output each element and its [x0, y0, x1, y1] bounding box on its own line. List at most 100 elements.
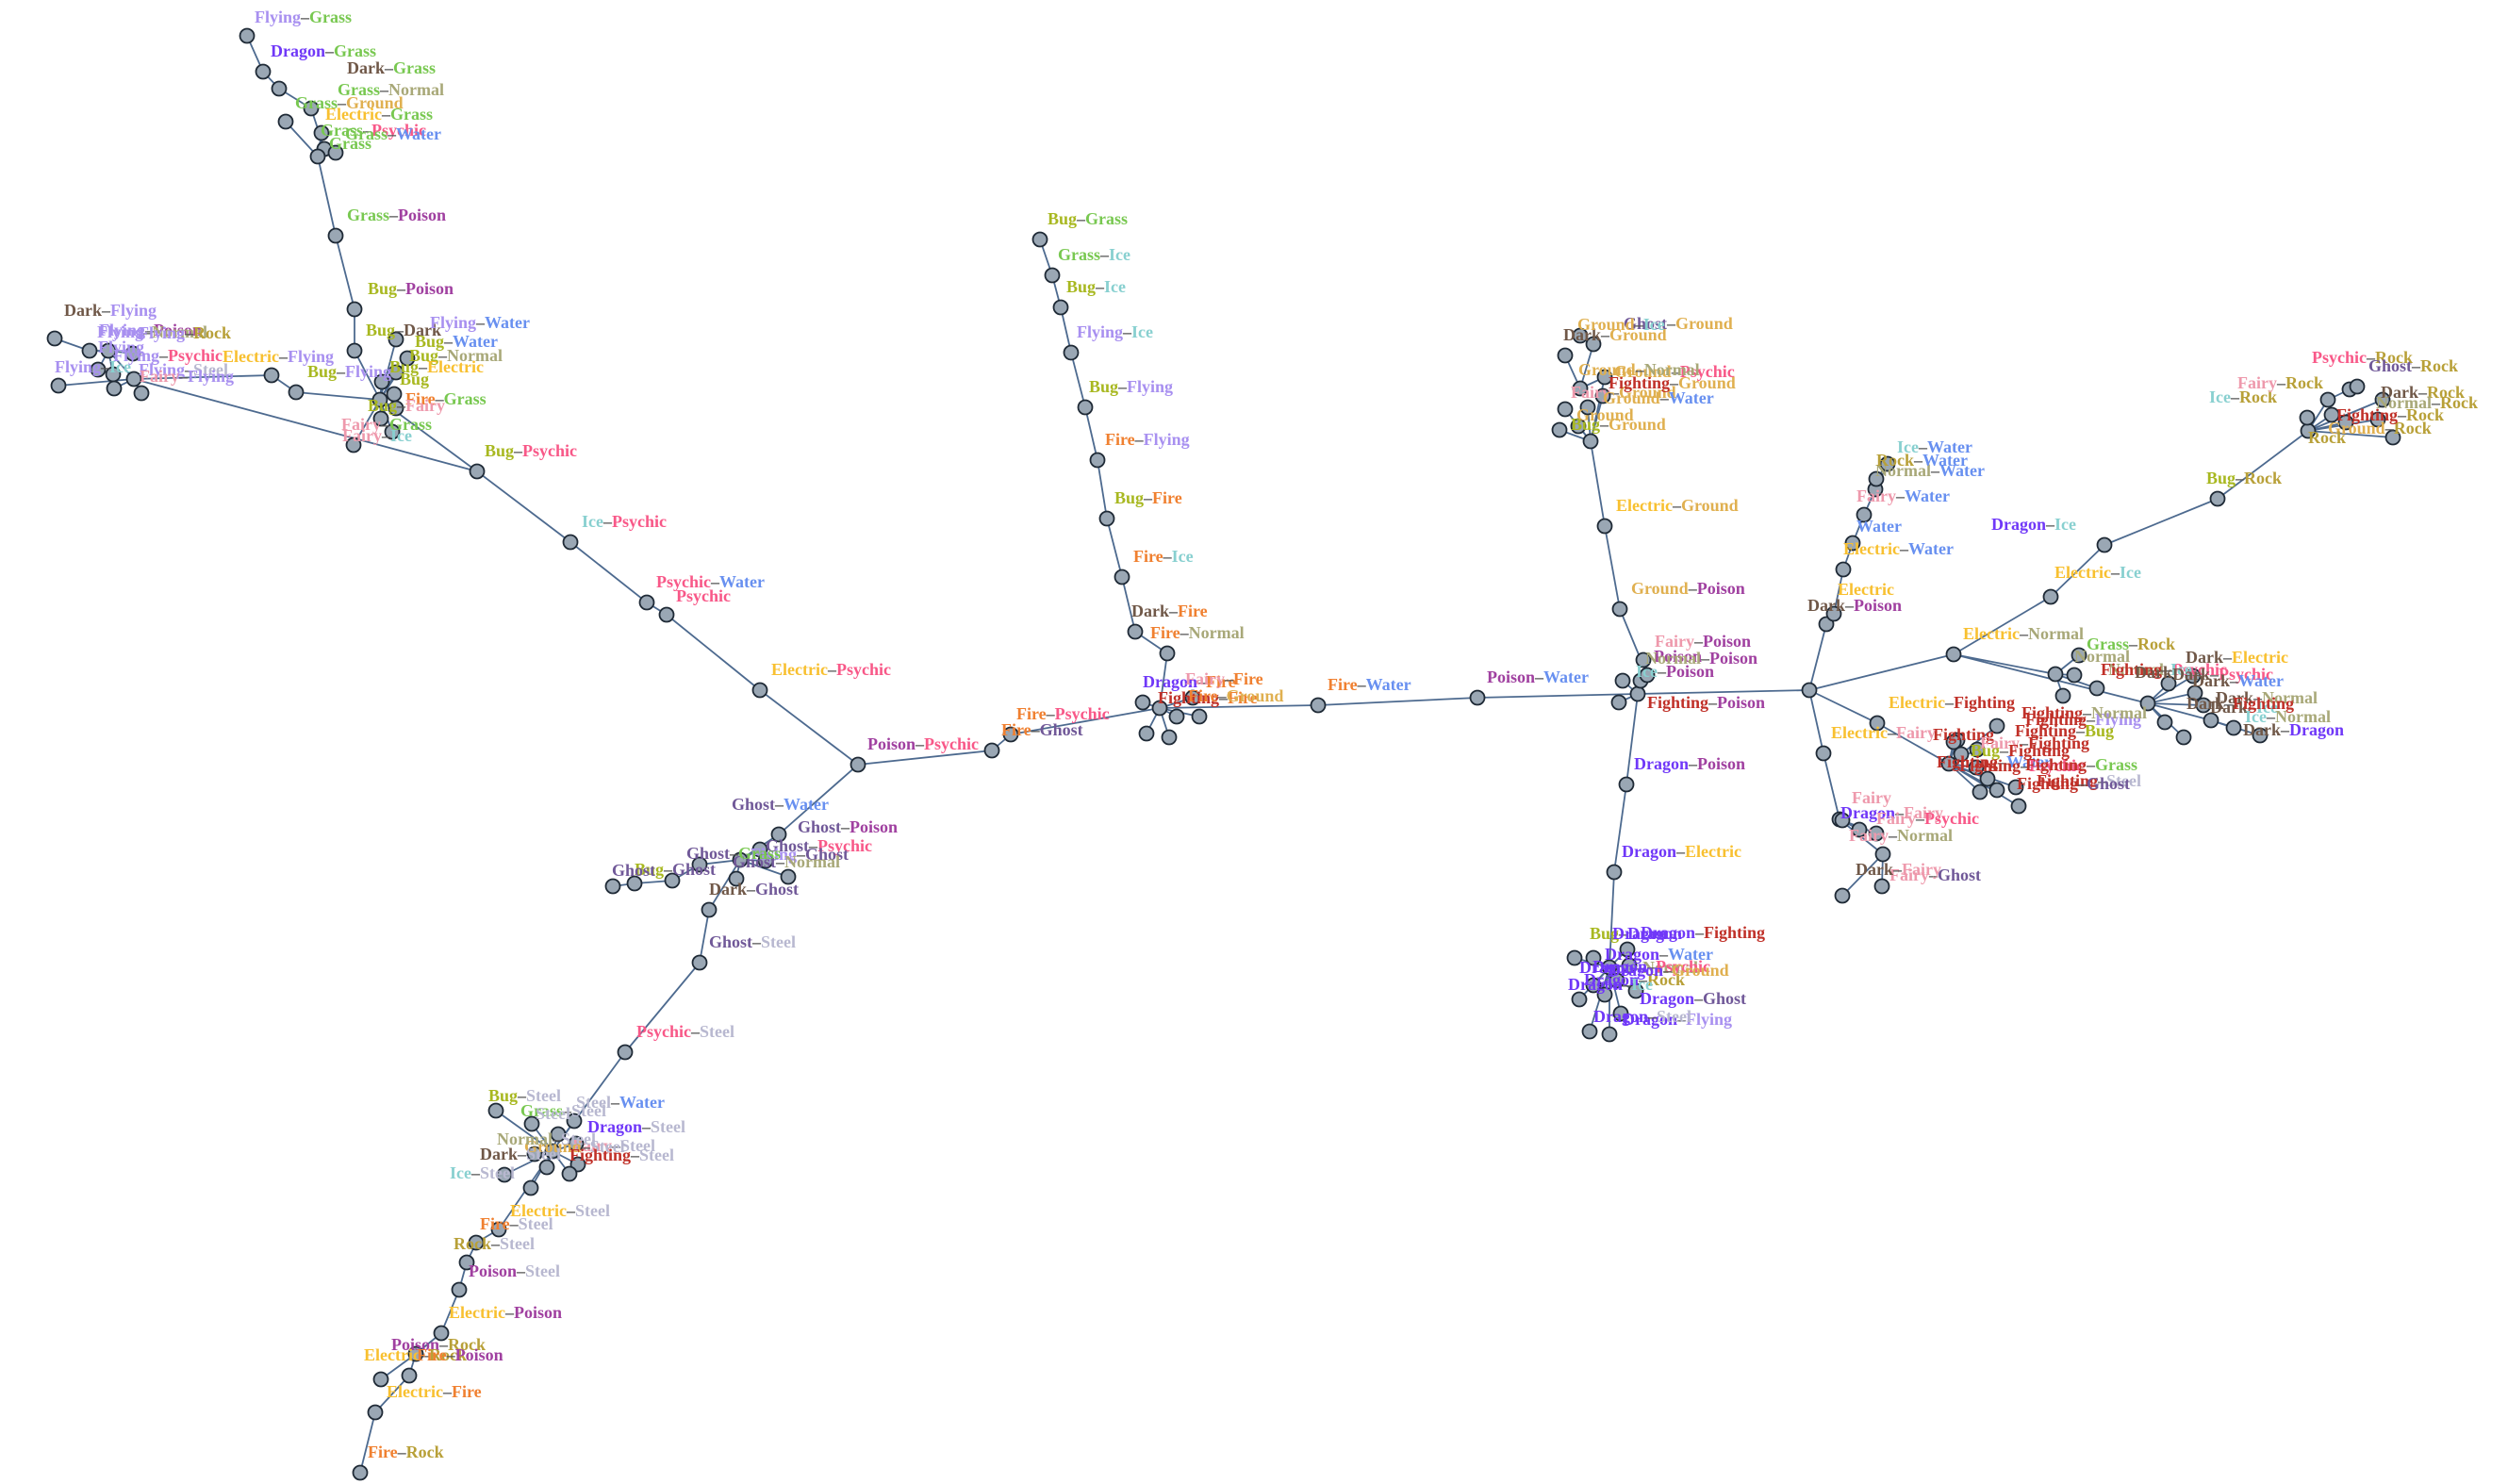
edge-flying-hub--bug-psychic [133, 378, 478, 472]
label-water-part-0: Water [1856, 517, 1902, 536]
node-ice-normal [2225, 719, 2242, 736]
label-bug-ice-part-1: – [1095, 277, 1105, 296]
label-grass-psychic-part-2: Psychic [371, 121, 426, 140]
label-poison: Poison [1654, 647, 1702, 666]
edge-bug-dark--bug-hub [354, 350, 381, 401]
label-dark-ice: Dark–Ice [2210, 698, 2278, 717]
label-bug-water-part-2: Water [453, 332, 498, 351]
label-flying-poison-part-2: Poison [154, 321, 202, 339]
label-dark-ground: Dark–Ground [1563, 325, 1667, 344]
label-dragon-flying-part-1: – [1676, 1010, 1687, 1029]
edge-bug-fire--fire-flying [1097, 459, 1108, 519]
node-fire-poison [401, 1367, 418, 1384]
label-dragon-steel-part-1: – [1647, 1007, 1658, 1026]
node-dragon-steel-2 [568, 1135, 585, 1152]
label-fighting-poison-part-2: Poison [1717, 693, 1765, 712]
node-dark-water [2195, 697, 2212, 714]
label-grass-ice: Grass–Ice [1058, 245, 1130, 264]
label-bug-dragon-part-0: Bug [1590, 924, 1619, 943]
node-dragon-flying [1601, 1026, 1618, 1043]
label-fire-rock: Fire–Rock [368, 1443, 444, 1461]
node-flying-water [388, 331, 404, 348]
label-ground-water-part-2: Water [1669, 388, 1714, 407]
edge-steel-hub--bug-steel [495, 1110, 553, 1152]
node-electric-poison [433, 1325, 450, 1342]
label-dragon-steel-2-part-0: Dragon [587, 1117, 642, 1136]
label-ghost-rock-part-1: – [2411, 356, 2421, 375]
label-ghost-grass-part-1: – [729, 844, 739, 863]
node-ground [1570, 418, 1587, 435]
label-flying-ghost: Flying–Ghost [751, 845, 849, 864]
label-dragon-electric-part-0: Dragon [1622, 842, 1676, 861]
label-ghost-normal-part-1: – [775, 852, 785, 871]
label-electric-poison-part-2: Poison [514, 1303, 562, 1322]
label-dark-ice-part-2: Ice [2256, 698, 2278, 717]
label-electric-steel-part-1: – [566, 1201, 576, 1220]
label-dragon-ground-part-2: Ground [1672, 961, 1729, 980]
edge-electric-hub--dark-poison [1808, 623, 1827, 691]
label-electric-fairy-part-1: – [1887, 723, 1897, 742]
label-poison-steel: Poison–Steel [469, 1261, 560, 1280]
label-bug-rock-part-2: Rock [2244, 469, 2282, 487]
label-fire-ground-part-2: Ground [1227, 686, 1284, 705]
label-ground-poison-part-0: Ground [1631, 579, 1689, 598]
label-dragon-ghost: Dragon–Ghost [1640, 989, 1746, 1008]
label-fighting-water-part-2: Water [2006, 752, 2052, 771]
node-electric-ice [2042, 588, 2059, 605]
label-ghost-water: Ghost–Water [732, 795, 829, 814]
label-bug-ghost-part-2: Ghost [672, 860, 716, 879]
edge-rock-hub--fighting-rock [2307, 430, 2394, 438]
label-dark-water: Dark–Water [2192, 671, 2284, 690]
label-dark-steel-part-0: Dark [480, 1145, 518, 1163]
node-bug-fighting [1968, 759, 1985, 776]
label-dark-steel: Dark–Steel [480, 1145, 561, 1163]
label-electric-fire-part-1: – [442, 1382, 453, 1401]
label-grass-ground: Grass–Ground [295, 93, 404, 112]
label-normal-psychic: Normal–Psychic [2108, 660, 2227, 679]
label-fighting-bug-part-2: Bug [2085, 721, 2114, 740]
label-fire-steel: Fire–Steel [480, 1214, 553, 1233]
label-flying-ice-part-2: Ice [109, 357, 131, 376]
label-dark-ghost-part-2: Ghost [755, 880, 799, 899]
label-electric-ice-part-1: – [2110, 563, 2120, 582]
label-electric-ice: Electric–Ice [2054, 563, 2141, 582]
label-poison-psychic-part-2: Psychic [924, 734, 979, 753]
label-fairy-ghost: Fairy–Ghost [1889, 866, 1981, 884]
label-dragon-ghost-part-1: – [1693, 989, 1704, 1008]
label-fire-ghost-part-0: Fire [1001, 720, 1031, 739]
node-fire-grass [388, 400, 404, 417]
node-bug-steel [487, 1102, 504, 1119]
node-dark-hub [2139, 695, 2156, 712]
node-flying-ice [50, 377, 67, 394]
label-ground-psychic-part-0: Ground [1614, 362, 1672, 381]
node-fighting-hub [1940, 755, 1957, 772]
label-ghost-water-part-0: Ghost [732, 795, 775, 814]
label-water: Water [1856, 517, 1902, 536]
node-fire-flying [1089, 452, 1106, 469]
label-dark-poison: Dark–Poison [1807, 596, 1902, 615]
label-fairy-ice-part-0: Fairy [342, 426, 382, 445]
label-flying-water: Flying–Water [430, 313, 530, 332]
label-dragon-normal: Dragon–Normal [1579, 958, 1698, 977]
edge-fire-poison--electric-fire [374, 1375, 410, 1413]
label-electric-rock-part-1: – [420, 1345, 430, 1364]
node-dragon-ghost [1612, 1005, 1629, 1022]
node-fairy-psychic [1868, 825, 1885, 842]
label-dragon-fighting: Dragon–Fighting [1641, 923, 1765, 942]
label-dragon-steel-2: Dragon–Steel [587, 1117, 685, 1136]
label-dark-electric: Dark–Electric [2186, 648, 2288, 667]
label-dragon-ghost-part-0: Dragon [1640, 989, 1694, 1008]
edge-poison-psychic--ghost-water [778, 764, 859, 835]
label-electric-flying: Electric–Flying [223, 347, 334, 366]
label-bug-rock: Bug–Rock [2206, 469, 2282, 487]
label-normal-psychic-part-1: – [2163, 660, 2173, 679]
label-fire-rock-part-2: Rock [406, 1443, 444, 1461]
node-rock-water [1868, 470, 1885, 487]
node-grass [309, 148, 326, 165]
label-fighting-steel-part-1: – [2097, 771, 2107, 790]
label-ground-normal: Ground–Normal [1578, 360, 1700, 379]
label-electric-psychic: Electric–Psychic [771, 660, 891, 679]
node-dark-poison [1818, 616, 1835, 633]
node-ghost-grass [691, 856, 708, 873]
node-fairy-poison [1635, 651, 1652, 668]
